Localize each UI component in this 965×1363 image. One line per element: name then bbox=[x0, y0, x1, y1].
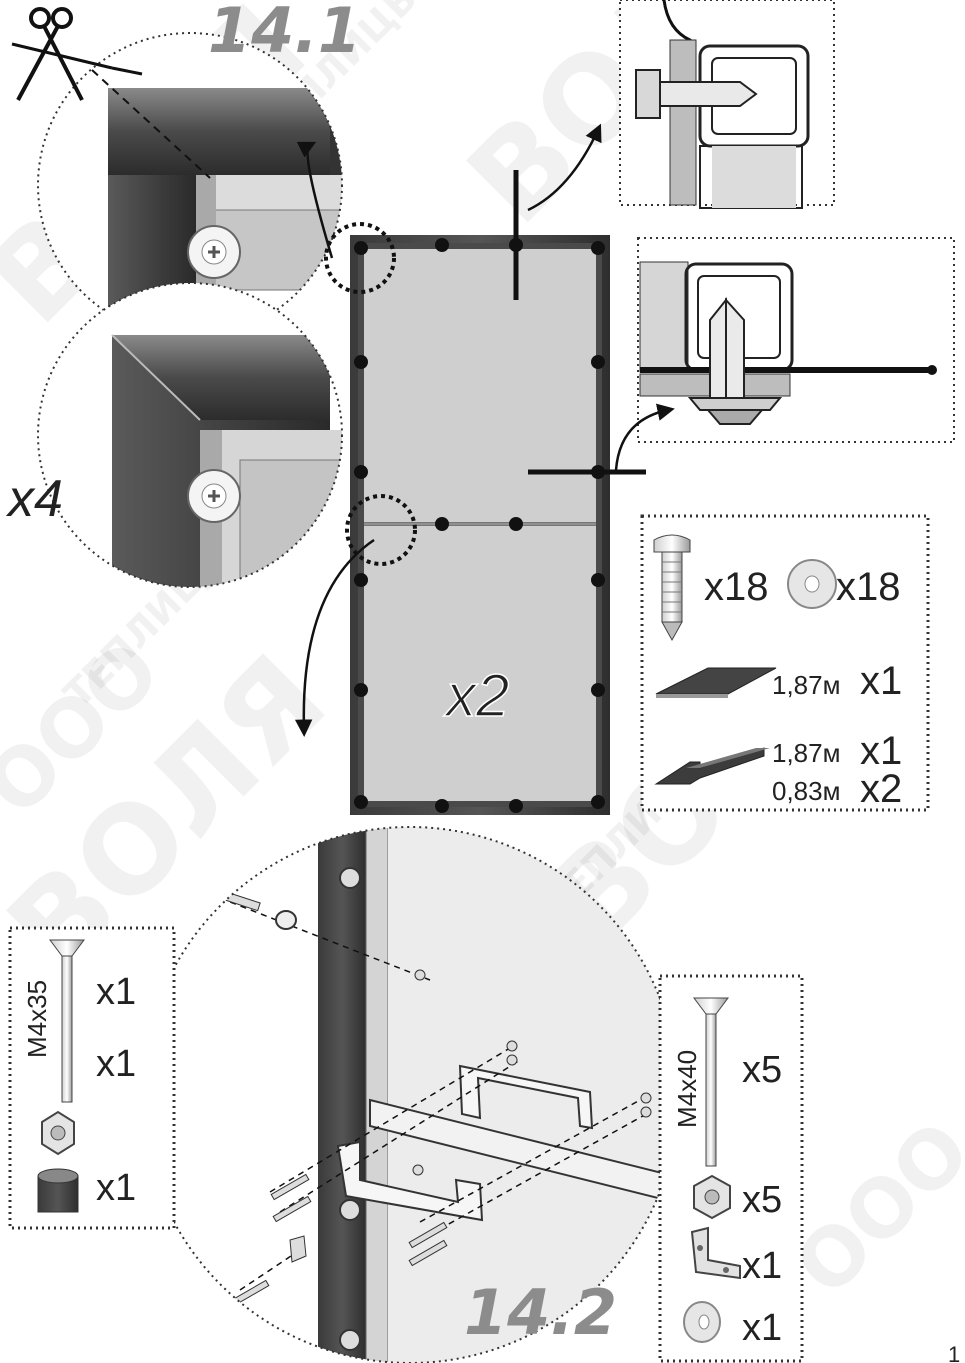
bolt-quantity-1: x1 bbox=[96, 971, 136, 1013]
washer-icon bbox=[787, 559, 837, 609]
bolt-m4x40-icon bbox=[693, 997, 729, 1167]
detail-box-right-middle bbox=[637, 237, 955, 443]
spacer-quantity: x1 bbox=[96, 1167, 136, 1209]
nut-icon bbox=[693, 1174, 731, 1220]
panel-fastener-points bbox=[354, 238, 605, 813]
profile-strip-icon bbox=[654, 747, 770, 785]
corner-bracket-icon bbox=[690, 1226, 741, 1280]
parts-box-left: M4x35 x1 x1 x1 bbox=[8, 926, 176, 1230]
detail-circle-handle: 14.2 bbox=[141, 826, 679, 1363]
spacer-icon bbox=[37, 1168, 79, 1213]
bolt-quantity-2: x1 bbox=[96, 1043, 136, 1085]
strip3-quantity: x2 bbox=[860, 767, 902, 811]
flat-strip-icon bbox=[655, 667, 777, 698]
washer-quantity: x18 bbox=[836, 565, 901, 609]
strip1-quantity: x1 bbox=[860, 659, 902, 703]
nut-icon bbox=[41, 1110, 75, 1156]
bolt-m4x40-label: M4x40 bbox=[672, 1050, 702, 1128]
watermark-prefix-text: ООО bbox=[778, 1103, 965, 1313]
washer-icon bbox=[683, 1301, 721, 1343]
strip3-length: 0,83м bbox=[772, 776, 840, 806]
detail-circle-corner: x4 bbox=[5, 282, 343, 588]
strip2-quantity: x1 bbox=[860, 729, 902, 773]
parts-box-main: x18 x18 1,87м x1 1,87м x1 0,83м x2 bbox=[640, 514, 930, 812]
main-panel: x2 bbox=[294, 123, 675, 815]
bolt-m4x35-label: M4x35 bbox=[22, 980, 52, 1058]
nut-quantity: x5 bbox=[742, 1179, 782, 1221]
screw-icon bbox=[653, 534, 691, 642]
multiplier-panels: x2 bbox=[443, 662, 509, 729]
parts-box-right: M4x40 x5 x5 x1 x1 bbox=[658, 974, 804, 1363]
bolt-m4x40-quantity: x5 bbox=[742, 1049, 782, 1091]
detail-box-top-right bbox=[619, 0, 835, 209]
strip2-length: 1,87м bbox=[772, 738, 840, 768]
washer-quantity-right: x1 bbox=[742, 1307, 782, 1349]
step-number-14-1: 14.1 bbox=[208, 0, 361, 67]
screw-quantity: x18 bbox=[704, 565, 769, 609]
multiplier-corners: x4 bbox=[5, 470, 63, 528]
step-number-14-2: 14.2 bbox=[464, 1276, 617, 1349]
page-number: 1 bbox=[948, 1342, 960, 1363]
strip1-length: 1,87м bbox=[772, 670, 840, 700]
bolt-m4x35-icon bbox=[49, 939, 85, 1103]
scissors-icon bbox=[11, 7, 143, 101]
bracket-quantity: x1 bbox=[742, 1245, 782, 1287]
